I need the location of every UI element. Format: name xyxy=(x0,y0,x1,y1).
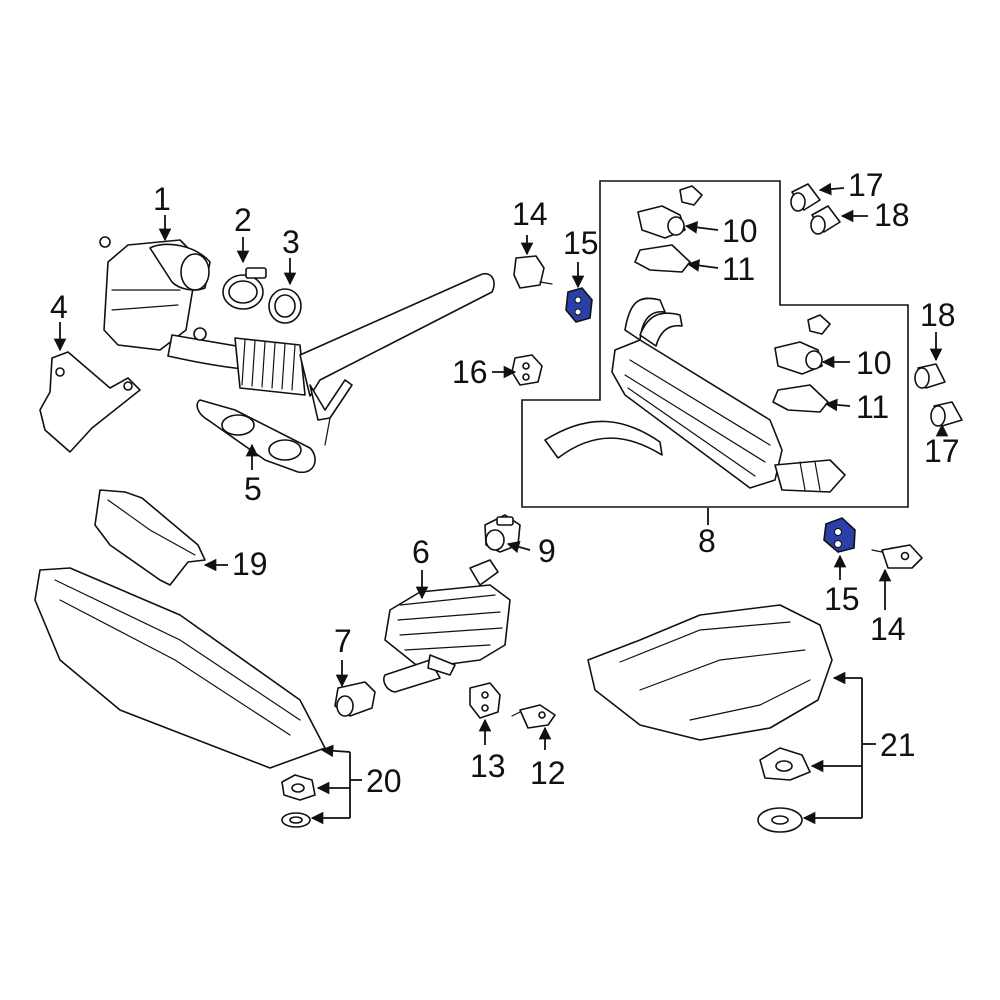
converter-bracket[interactable] xyxy=(39,351,141,453)
heat-shield-washer[interactable] xyxy=(281,812,311,828)
tailpipe-tip-upper-b[interactable] xyxy=(810,205,841,235)
callout-10-lower: 10 xyxy=(856,345,892,381)
callout-6: 6 xyxy=(412,534,430,570)
tailpipe-clamp-upper[interactable] xyxy=(637,185,703,239)
exhaust-clamp[interactable] xyxy=(222,267,267,310)
hanger-bracket-lower[interactable] xyxy=(511,704,556,729)
gasket-ring[interactable] xyxy=(268,288,302,324)
callout-13: 13 xyxy=(470,748,506,784)
heat-shield-lower[interactable] xyxy=(34,567,326,769)
callout-16: 16 xyxy=(452,354,488,390)
callout-8: 8 xyxy=(698,523,716,559)
tailpipe-bracket-upper[interactable] xyxy=(634,244,691,273)
rear-muffler[interactable] xyxy=(544,297,846,493)
callout-21: 21 xyxy=(880,727,916,763)
rubber-insulator-lower[interactable] xyxy=(823,517,856,553)
callout-14-lower: 14 xyxy=(870,611,906,647)
muffler-assembly-box xyxy=(521,180,909,508)
rubber-insulator-upper[interactable] xyxy=(565,287,593,323)
callout-4: 4 xyxy=(50,289,68,325)
flange-gasket[interactable] xyxy=(196,399,316,474)
callout-19: 19 xyxy=(232,546,268,582)
callout-10-upper: 10 xyxy=(722,213,758,249)
callout-2: 2 xyxy=(234,202,252,238)
callout-1: 1 xyxy=(153,181,171,217)
callout-15-upper: 15 xyxy=(563,225,599,261)
hanger-bracket-upper[interactable] xyxy=(513,255,553,289)
callout-7: 7 xyxy=(334,623,352,659)
tailpipe-tip-upper-a[interactable] xyxy=(790,183,821,212)
callout-18-lower: 18 xyxy=(920,297,956,333)
heat-shield-rear[interactable] xyxy=(587,604,833,741)
callout-15-lower: 15 xyxy=(824,581,860,617)
tailpipe-tip-right-a[interactable] xyxy=(914,363,946,389)
callout-5: 5 xyxy=(244,471,262,507)
callout-labels: 1 2 3 4 5 6 7 8 9 10 10 11 11 12 13 14 1… xyxy=(50,167,960,799)
callout-18-upper: 18 xyxy=(874,197,910,233)
callout-20: 20 xyxy=(366,763,402,799)
tailpipe-clamp-lower[interactable] xyxy=(774,314,831,375)
callout-17-lower: 17 xyxy=(924,433,960,469)
leader-lines xyxy=(53,182,949,825)
callout-11-lower: 11 xyxy=(856,389,889,425)
callout-11-upper: 11 xyxy=(722,251,755,287)
front-exhaust-pipe[interactable] xyxy=(234,273,495,446)
heat-shield-upper[interactable] xyxy=(94,489,206,586)
tailpipe-tip-right-b[interactable] xyxy=(930,401,963,427)
heat-shield-rear-washer[interactable] xyxy=(757,807,803,833)
hanger-bracket-right[interactable] xyxy=(871,544,923,569)
tailpipe-bracket-lower[interactable] xyxy=(772,384,829,413)
rubber-hanger[interactable] xyxy=(469,682,501,719)
callout-17-upper: 17 xyxy=(848,167,884,203)
heat-shield-nut[interactable] xyxy=(281,774,316,801)
callout-14-upper: 14 xyxy=(512,196,548,232)
center-muffler[interactable] xyxy=(383,559,511,693)
muffler-clamp[interactable] xyxy=(334,681,376,717)
callout-3: 3 xyxy=(282,224,300,260)
heat-shield-rear-nut[interactable] xyxy=(759,747,811,781)
rubber-hanger-small[interactable] xyxy=(511,354,543,386)
callout-12: 12 xyxy=(530,755,566,791)
callout-9: 9 xyxy=(538,533,556,569)
